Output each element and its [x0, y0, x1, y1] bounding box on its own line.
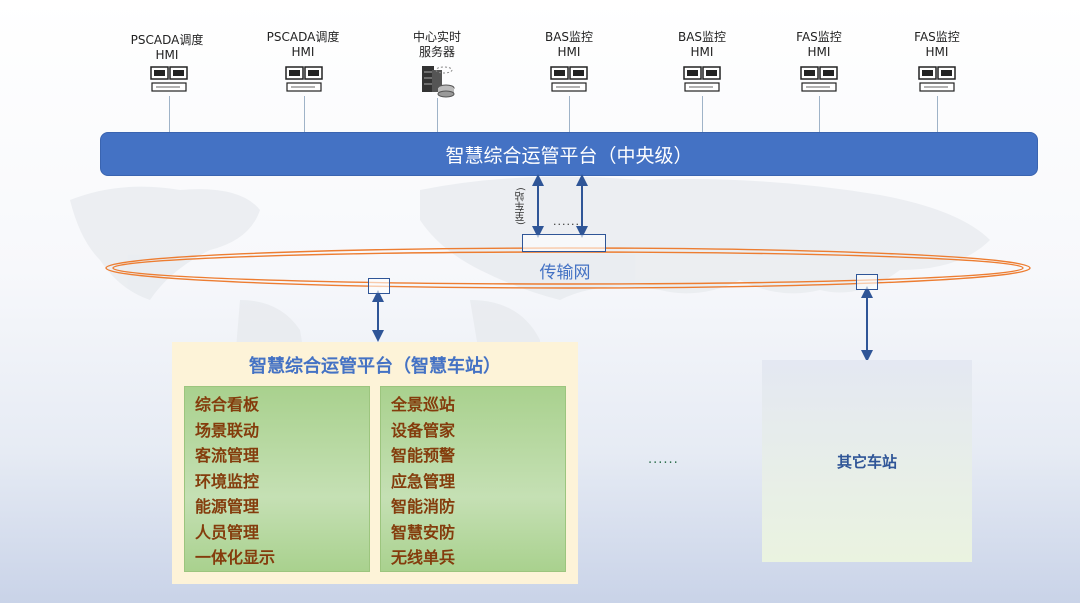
function-item: 全景巡站 — [391, 395, 456, 414]
central-platform-bar: 智慧综合运管平台（中央级） — [100, 132, 1038, 176]
hmi-label-3: 中心实时服务器 — [412, 30, 461, 59]
other-stations-label: 其它车站 — [836, 452, 897, 471]
workstation-icon — [150, 66, 188, 92]
smart-station-title: 智慧综合运管平台（智慧车站） — [249, 356, 501, 377]
more-stations-ellipsis: ...... — [648, 452, 679, 467]
hmi-connector — [819, 96, 820, 132]
central-network-node — [522, 234, 606, 252]
workstation-icon — [918, 66, 956, 92]
station-network-node — [368, 278, 390, 294]
function-item: 能源管理 — [195, 497, 260, 516]
hmi-connector — [437, 98, 438, 132]
function-item: 智能消防 — [391, 497, 456, 516]
function-item: 人员管理 — [195, 523, 260, 542]
workstation-icon — [285, 66, 323, 92]
link-ellipsis: ...... — [553, 215, 580, 228]
smart-station-panel: 智慧综合运管平台（智慧车站） 综合看板 场景联动 客流管理 环境监控 能源管理 … — [172, 342, 578, 584]
function-item: 综合看板 — [195, 395, 260, 414]
function-item: 一体化显示 — [195, 548, 276, 567]
other-station-network-node — [856, 274, 878, 290]
function-item: 无线单兵 — [391, 548, 456, 567]
server-icon — [422, 66, 455, 98]
function-item: 智慧安防 — [391, 523, 456, 542]
hmi-connector — [169, 96, 170, 132]
hmi-connector — [702, 96, 703, 132]
workstation-icon — [800, 66, 838, 92]
central-platform-label: 智慧综合运管平台（中央级） — [445, 144, 693, 167]
function-column-left: 综合看板 场景联动 客流管理 环境监控 能源管理 人员管理 一体化显示 — [184, 386, 370, 572]
function-item: 智能预警 — [391, 446, 456, 465]
function-item: 客流管理 — [195, 446, 260, 465]
function-column-right: 全景巡站 设备管家 智能预警 应急管理 智能消防 智慧安防 无线单兵 — [380, 386, 566, 572]
workstation-icon — [683, 66, 721, 92]
function-item: 环境监控 — [195, 472, 260, 491]
other-stations-box: 其它车站 — [762, 360, 972, 562]
hmi-connector — [569, 96, 570, 132]
hmi-connector — [937, 96, 938, 132]
workstation-icon — [550, 66, 588, 92]
function-item: 应急管理 — [391, 472, 456, 491]
function-item: 场景联动 — [195, 421, 260, 440]
hmi-connector — [304, 96, 305, 132]
link-to-station-label: (至车站) — [516, 187, 527, 225]
function-item: 设备管家 — [391, 421, 456, 440]
transmission-network-label: 传输网 — [539, 263, 591, 283]
